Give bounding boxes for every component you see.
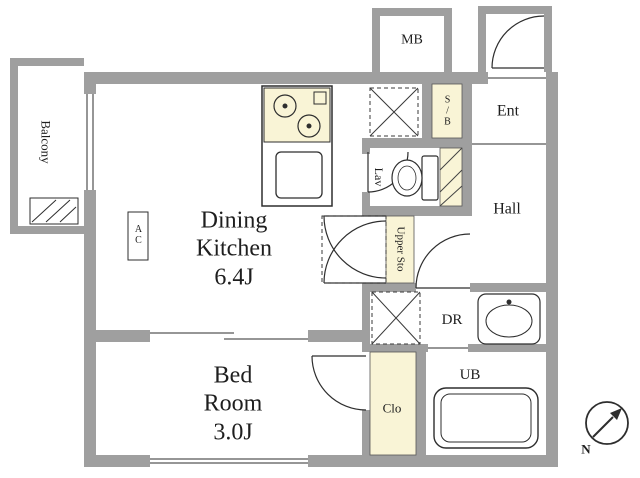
kitchen-counter [261,85,333,207]
storage-doors-outline [321,215,387,284]
bedroom-window [150,458,308,464]
burner-icon [297,114,321,138]
stove-control [313,91,327,105]
washbasin-icon [477,293,541,345]
door-swings [311,15,545,411]
stove-top [263,87,331,143]
shoe-box-area [431,83,463,139]
ac-unit-icon [127,211,149,261]
storage-door-arc-top [323,215,387,279]
toilet-icon [391,155,439,201]
walls [10,6,558,467]
kitchen-sink-icon [275,151,323,199]
balcony-partition-icon [29,197,79,225]
bathtub-icon [433,387,539,449]
dressing-room-door-arc [415,233,471,289]
refrigerator-space-icon [369,87,419,137]
upper-storage-area [385,215,415,284]
pipe-space-hatch [439,147,463,207]
closet-area [369,351,417,456]
closet-door-arc [311,355,367,411]
north-compass-icon [585,401,629,445]
highlight-zones [369,83,463,456]
balcony-window [86,94,94,190]
sliding-partition [150,332,308,340]
burner-icon [273,94,297,118]
storage-door-arc-bottom [323,220,387,284]
washer-space-icon [371,291,421,345]
front-door-arc [491,15,545,69]
windows [86,77,546,464]
pipe-space-area [439,147,463,207]
